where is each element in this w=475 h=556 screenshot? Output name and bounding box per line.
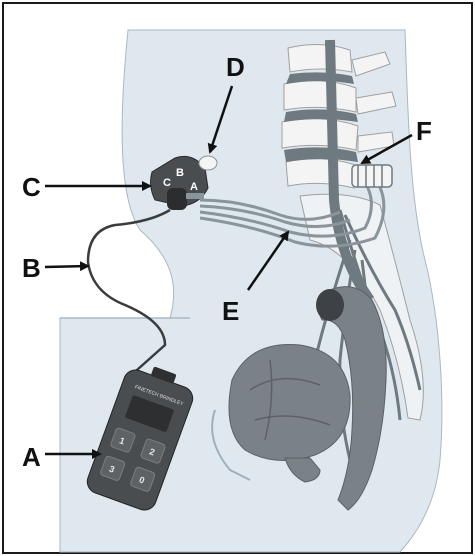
callout-e: E — [222, 296, 239, 326]
stimulator-letter-b: B — [176, 167, 184, 179]
stimulator-letter-c: C — [163, 177, 171, 189]
nerve-root-electrode — [352, 165, 392, 187]
callout-b: B — [22, 253, 41, 283]
arrow-b — [45, 266, 88, 267]
callout-c: C — [22, 172, 41, 202]
stimulator-letter-a: A — [190, 181, 198, 193]
bladder — [229, 344, 350, 460]
callout-f: F — [416, 116, 432, 146]
transmitter-button — [199, 156, 217, 170]
callout-a: A — [22, 442, 41, 472]
rectum-opening — [316, 289, 344, 321]
receiver-coil — [167, 188, 187, 210]
callout-d: D — [226, 52, 245, 82]
